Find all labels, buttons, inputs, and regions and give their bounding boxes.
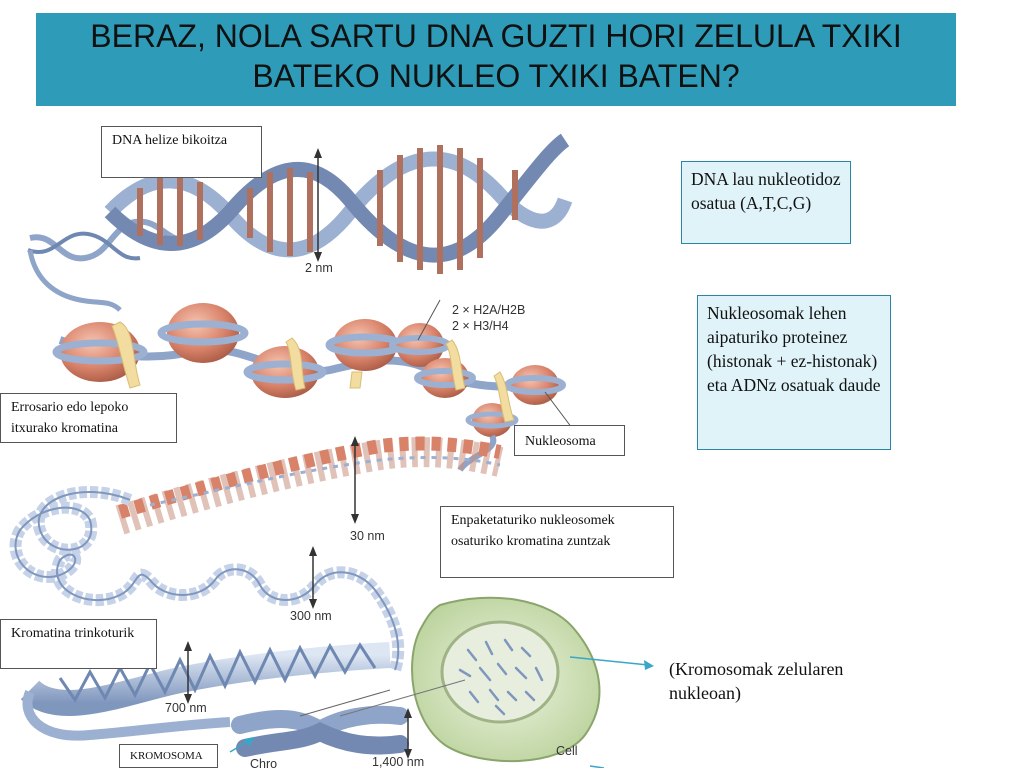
chromatin-30nm-fiber: 30 nm xyxy=(115,436,504,543)
histones-h2a-h2b: 2 × H2A/H2B xyxy=(452,303,525,317)
dna-strand-left xyxy=(27,218,191,312)
scale-300nm: 300 nm xyxy=(290,609,332,623)
label-condensed-chromatin: Kromatina trinkoturik xyxy=(0,619,157,669)
note-chromosomes-in-nucleus: (Kromosomak zelularen nukleoan) xyxy=(669,659,844,703)
dna-double-helix: 2 nm xyxy=(104,133,573,275)
cell-label: Cell xyxy=(556,744,578,758)
title-bar xyxy=(36,13,956,106)
scale-30nm: 30 nm xyxy=(350,529,385,543)
title-line-1: BERAZ, NOLA SARTU DNA GUZTI HORI ZELULA … xyxy=(90,18,902,54)
base-pair-rungs xyxy=(137,145,518,274)
note-dna-nucleotides: DNA lau nukleotidoz osatua (A,T,C,G) xyxy=(681,161,851,244)
beads-on-string: 2 × H2A/H2B 2 × H3/H4 xyxy=(52,299,573,472)
nucleosome-bead xyxy=(157,303,249,363)
histones-h3-h4: 2 × H3/H4 xyxy=(452,319,509,333)
label-dna-double-helix: DNA helize bikoitza xyxy=(101,126,262,178)
label-packed-fibers: Enpaketaturiko nukleosomek osaturiko kro… xyxy=(440,506,674,578)
label-bead-chromatin: Errosario edo lepoko itxurako kromatina xyxy=(0,393,177,443)
label-chromosome: KROMOSOMA xyxy=(119,744,218,768)
nucleus-chromosomes xyxy=(458,638,544,716)
title-line-2: BATEKO NUKLEO TXIKI BATEN? xyxy=(252,58,740,94)
chromosome-partial-label: Chro xyxy=(250,757,277,768)
slide-title: BERAZ, NOLA SARTU DNA GUZTI HORI ZELULA … xyxy=(36,16,956,96)
nucleosome-bead xyxy=(504,365,566,405)
chromatin-300nm-loops: 300 nm xyxy=(9,486,405,672)
scale-1400nm: 1,400 nm xyxy=(372,755,424,768)
nucleosome-bead xyxy=(243,346,327,398)
condensed-chromatin-coil: 700 nm xyxy=(20,641,391,741)
cell-illustration: Cell xyxy=(339,596,601,763)
linker-histones xyxy=(111,321,515,423)
note-nucleosome-composition: Nukleosomak lehen aipaturiko proteinez (… xyxy=(697,295,891,450)
chromosome-illustration: 1,400 nm Chro xyxy=(231,689,424,768)
scale-700nm: 700 nm xyxy=(165,701,207,715)
scale-2nm: 2 nm xyxy=(305,261,333,275)
label-nucleosome: Nukleosoma xyxy=(514,425,625,456)
pointer-arrows xyxy=(229,656,654,768)
